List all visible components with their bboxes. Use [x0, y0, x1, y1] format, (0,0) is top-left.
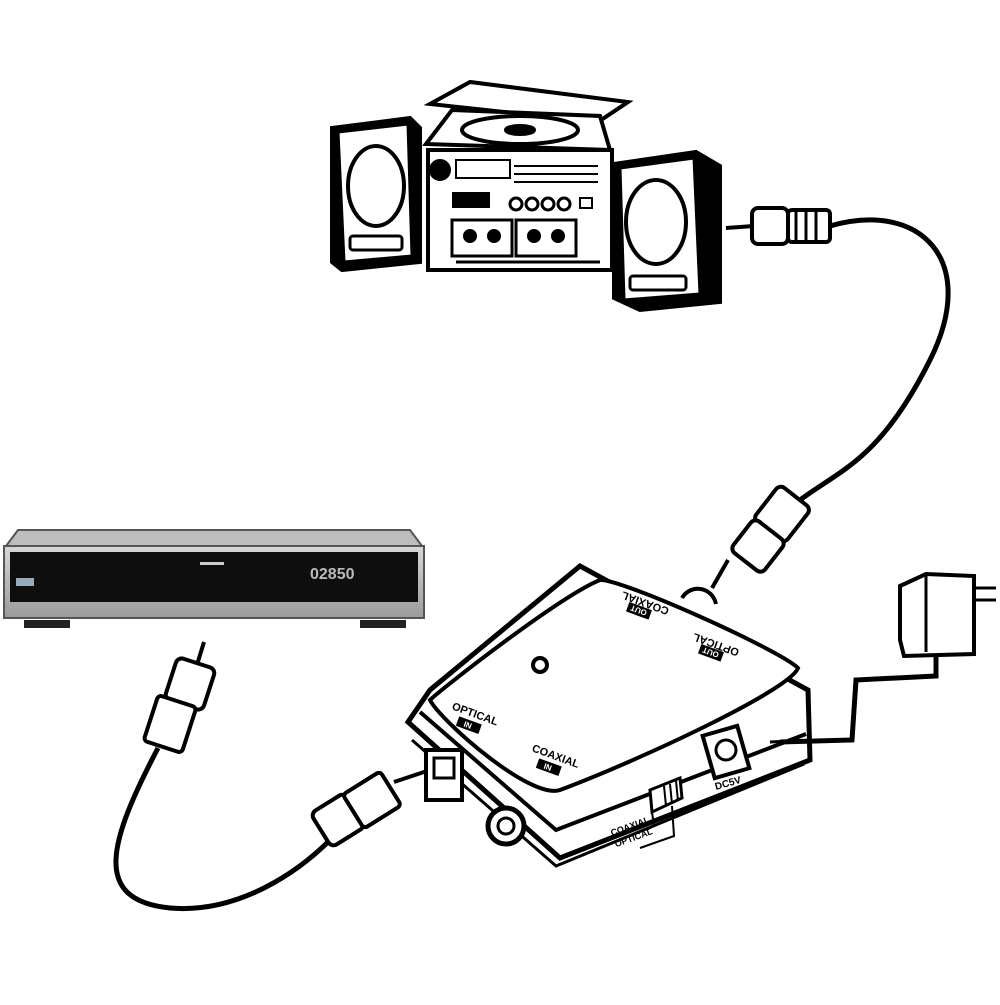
blu-ray-player: 02850 [3, 529, 425, 628]
rca-plug-stereo [725, 206, 832, 246]
power-adapter [898, 571, 996, 659]
cable-power [779, 656, 939, 745]
rca-plug-converter-in [310, 768, 431, 848]
rca-plug-converter-out [710, 484, 811, 589]
svg-text:IN: IN [542, 762, 553, 773]
player-display: 02850 [310, 566, 355, 583]
rca-plug-player [142, 641, 217, 754]
cable-stereo-to-converter [798, 217, 951, 503]
input-selector-switch [639, 775, 684, 849]
converter-box [404, 562, 813, 868]
stereo-main-unit [422, 79, 634, 272]
right-speaker [612, 149, 722, 313]
left-speaker [330, 115, 422, 273]
cable-player-to-converter [113, 746, 332, 912]
stereo-system [330, 79, 722, 313]
svg-text:IN: IN [462, 720, 473, 731]
